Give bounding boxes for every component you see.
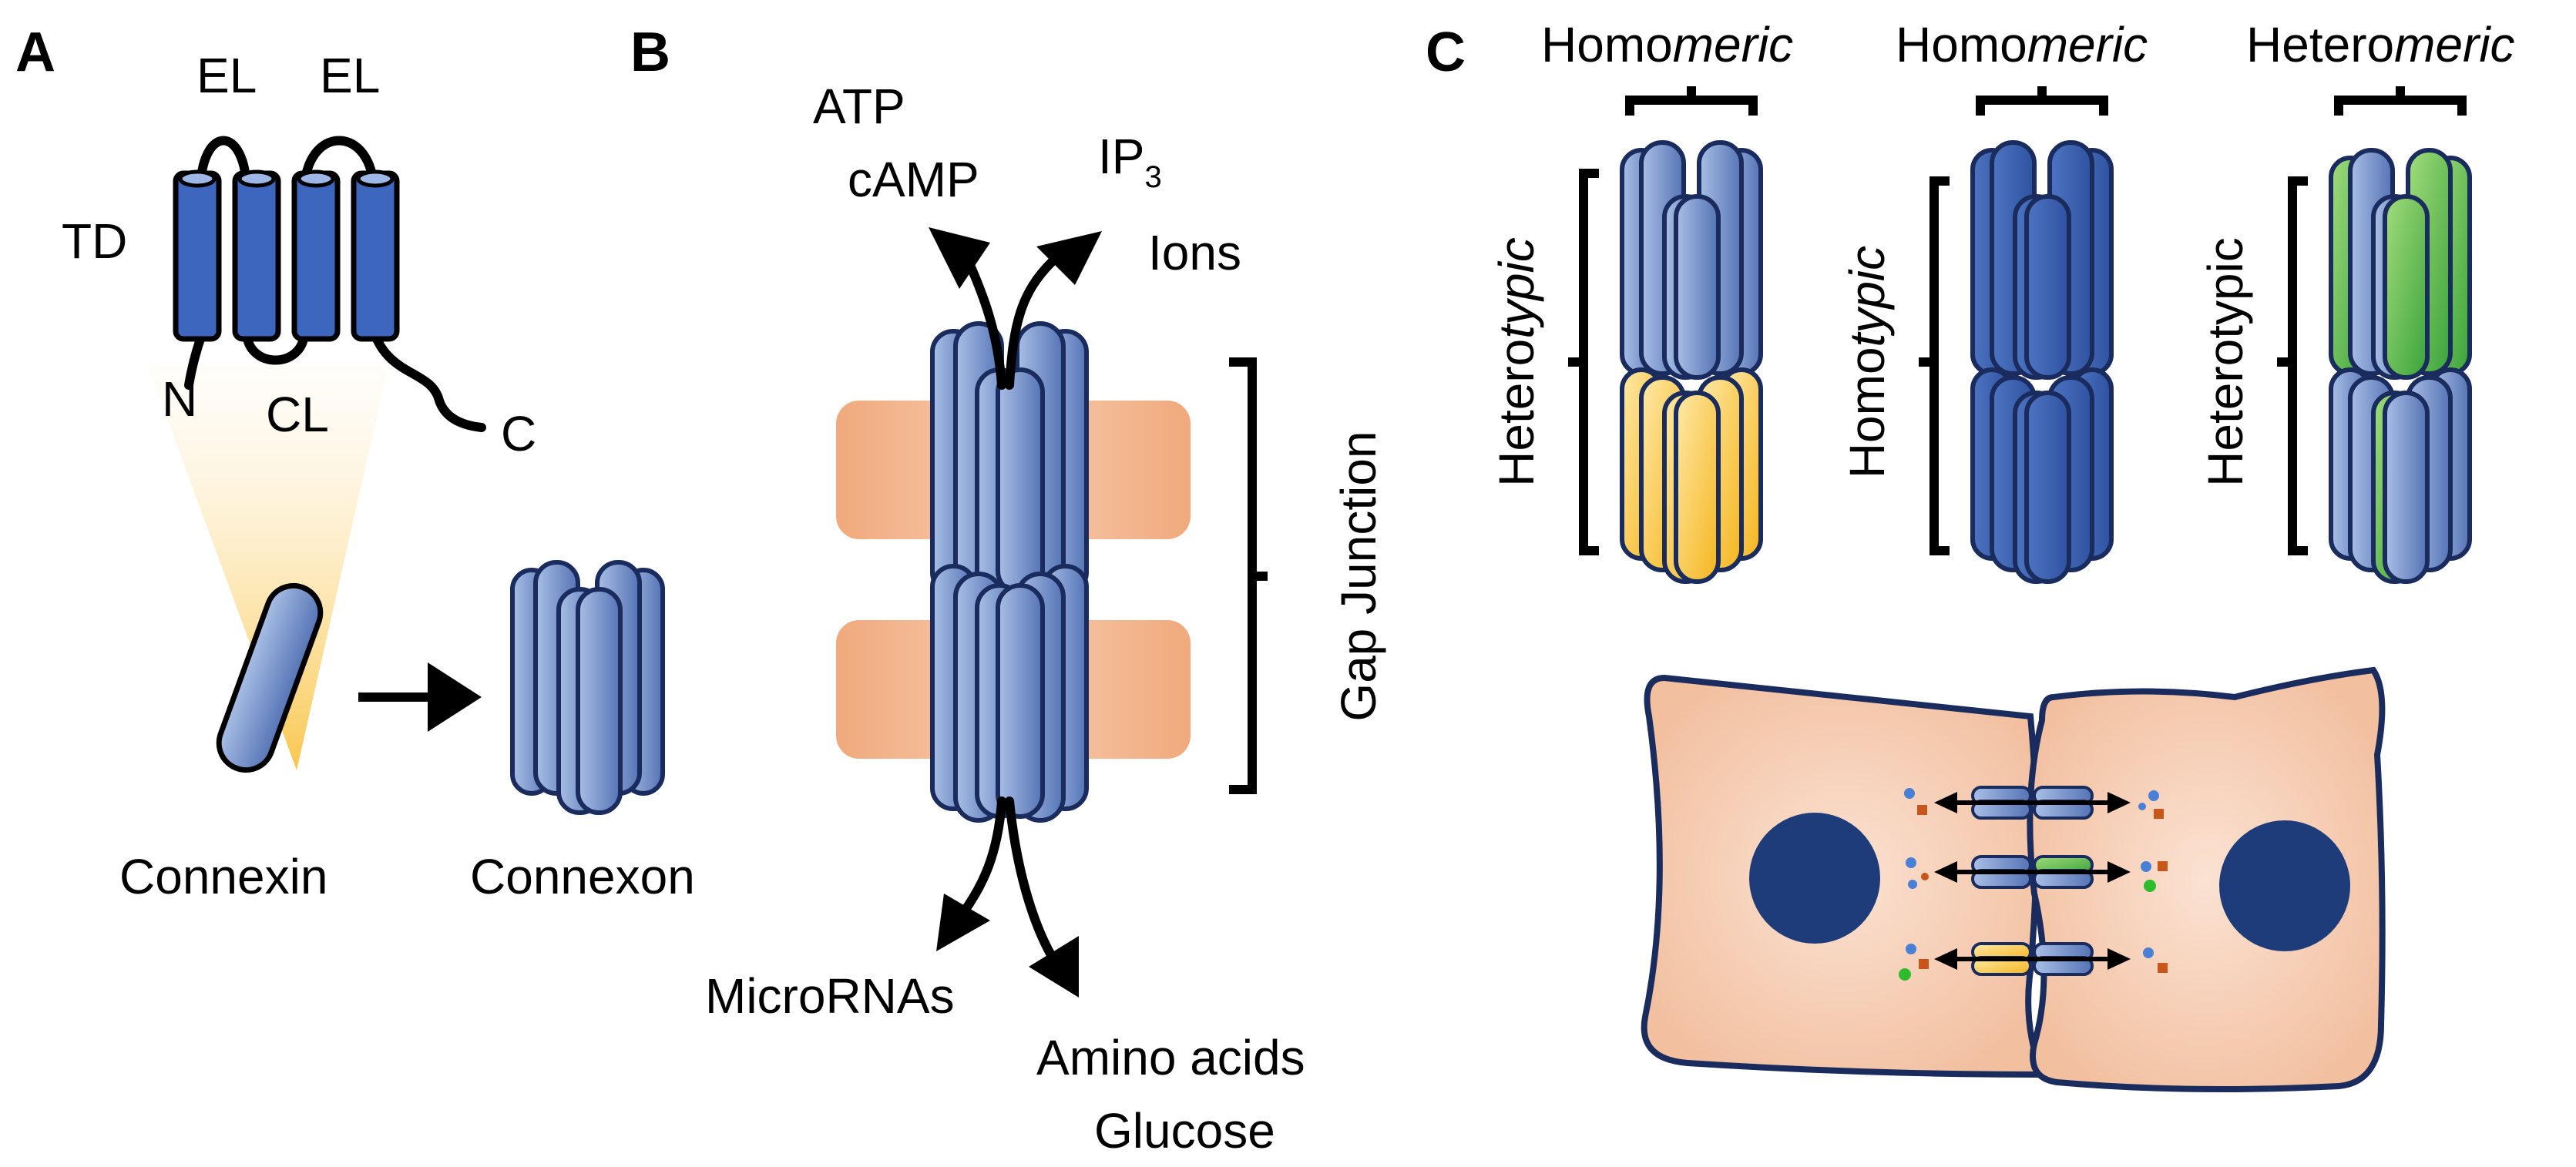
label-camp: cAMP xyxy=(848,152,979,207)
td-helix-4 xyxy=(351,170,400,342)
label-el-right: EL xyxy=(320,48,380,103)
label-col2-homotypic: Homotypic xyxy=(1839,246,1895,478)
arrowhead-amino-acids xyxy=(1029,936,1079,998)
connexon-hemichannel xyxy=(510,560,665,815)
nucleus-left xyxy=(1749,813,1880,944)
label-col1-homomeric: Homomeric xyxy=(1541,17,1793,72)
label-c-terminus: C xyxy=(501,406,536,461)
gap-junction-bracket xyxy=(1229,357,1268,794)
label-el-left: EL xyxy=(196,48,257,103)
channel-col3-heteromeric xyxy=(2329,148,2472,584)
channel-col2-homotypic xyxy=(1970,140,2114,584)
td-helix-1 xyxy=(173,170,222,342)
label-ip3: IP3 xyxy=(1098,129,1162,194)
label-gap-junction: Gap Junction xyxy=(1331,431,1386,721)
label-glucose: Glucose xyxy=(1094,1103,1275,1159)
label-col2-homomeric: Homomeric xyxy=(1896,17,2148,72)
flow-arrows xyxy=(959,253,1060,967)
label-col3-heteromeric: Heteromeric xyxy=(2246,17,2515,72)
arrowhead-ip3 xyxy=(1036,231,1102,285)
connexin-loop-path xyxy=(184,136,486,432)
label-amino-acids: Amino acids xyxy=(1036,1030,1305,1085)
td-helix-2 xyxy=(232,170,281,342)
transmembrane-domains xyxy=(173,169,400,342)
panel-label-a: A xyxy=(15,22,55,83)
side-brackets xyxy=(1568,169,2308,555)
top-brackets xyxy=(1625,86,2467,116)
label-cl: CL xyxy=(266,387,329,442)
bidirectional-arrowheads xyxy=(1934,792,2131,970)
label-ions: Ions xyxy=(1148,225,1241,280)
label-n: N xyxy=(162,371,197,427)
panel-label-b: B xyxy=(630,22,670,83)
label-td: TD xyxy=(62,213,127,269)
label-atp: ATP xyxy=(813,79,905,134)
label-col3-heterotypic: Heterotypic xyxy=(2198,237,2253,487)
gap-junction-channel xyxy=(930,321,1089,823)
cell-right xyxy=(2027,666,2386,1092)
bidirectional-arrows xyxy=(1953,800,2111,961)
label-micrornas: MicroRNAs xyxy=(705,968,955,1024)
connexin-monomer xyxy=(216,582,324,773)
label-connexon: Connexon xyxy=(470,849,695,904)
label-col1-heterotypic: Heterotypic xyxy=(1489,237,1544,487)
mini-channel-blue xyxy=(1971,786,2094,820)
arrowhead-atp xyxy=(929,227,990,289)
label-connexin: Connexin xyxy=(119,849,327,904)
panel-label-c: C xyxy=(1426,22,1466,83)
small-molecules xyxy=(1899,788,2168,981)
zoom-cone xyxy=(146,362,389,770)
td-helix-3 xyxy=(291,170,341,342)
nucleus-right xyxy=(2219,820,2350,951)
channel-col1-blue-yellow xyxy=(1620,140,1763,584)
assembly-arrowhead xyxy=(428,662,482,732)
arrowhead-micrornas xyxy=(936,894,990,951)
